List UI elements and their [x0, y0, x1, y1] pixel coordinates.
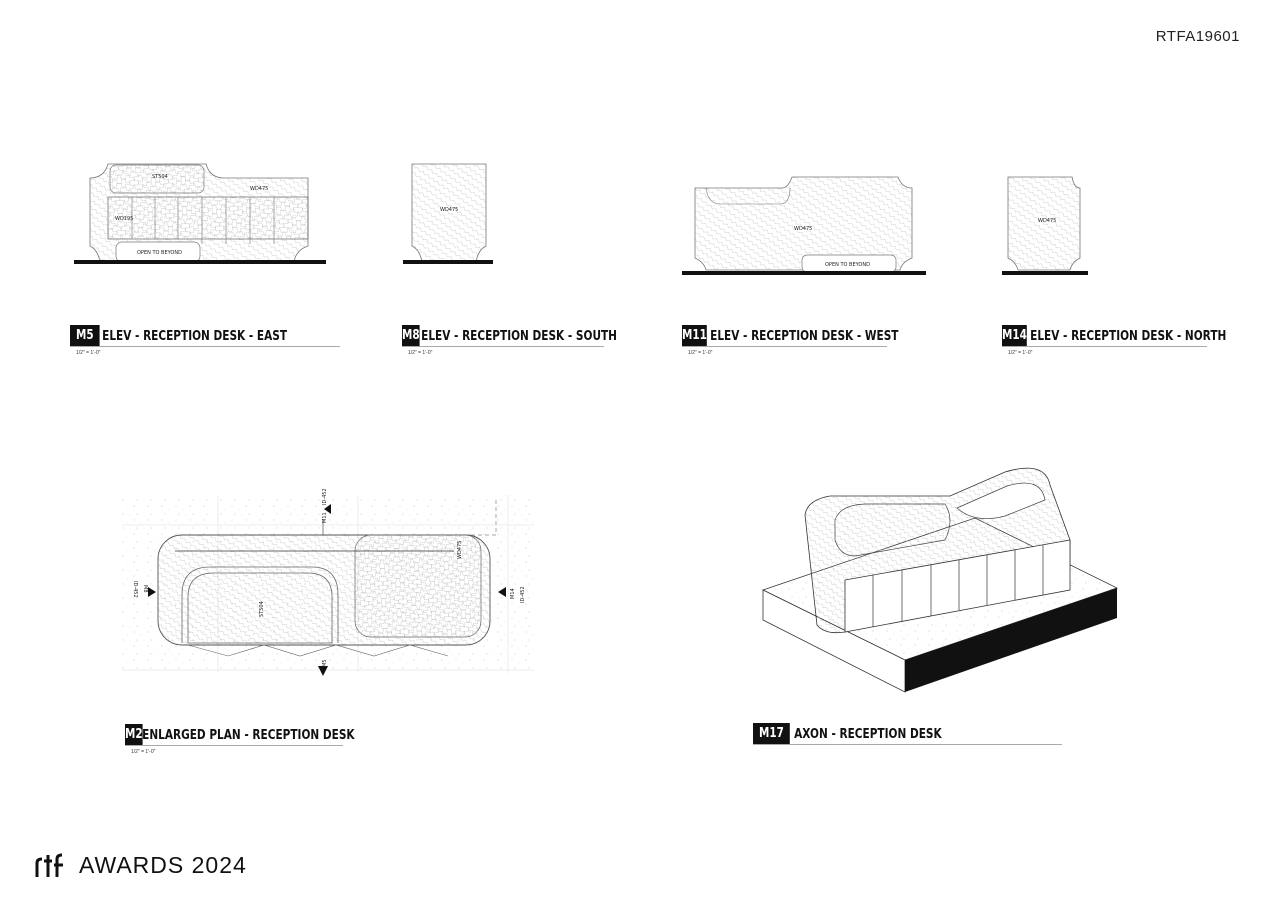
view-title: ENLARGED PLAN - RECEPTION DESK	[142, 726, 355, 743]
logo-text: AWARDS 2024	[79, 852, 247, 878]
label-opening: OPEN TO BEYOND	[825, 262, 870, 268]
view-number: M2	[125, 724, 143, 745]
label-cabinet-material: WD195	[115, 216, 133, 222]
ref-m14-sheet: ID-452	[520, 586, 526, 603]
label-body-material: WD475	[794, 226, 812, 232]
view-scale: 1/2" = 1'-0"	[1008, 350, 1033, 356]
view-number: M14	[1002, 325, 1027, 346]
view-number: M11	[682, 325, 707, 346]
view-title: ELEV - RECEPTION DESK - SOUTH	[421, 327, 617, 344]
label-top-material: ST504	[152, 174, 168, 180]
ref-m11-sheet: ID-452	[322, 488, 328, 505]
view-title: ELEV - RECEPTION DESK - NORTH	[1030, 327, 1227, 344]
view-scale: 1/2" = 1'-0"	[408, 350, 433, 356]
view-title: AXON - RECEPTION DESK	[794, 725, 942, 742]
view-title: ELEV - RECEPTION DESK - EAST	[102, 327, 287, 344]
label-body-material: WD475	[1038, 218, 1056, 224]
rtf-logo-mark-icon	[35, 853, 63, 877]
view-number: M17	[753, 723, 790, 744]
view-scale: 1/2" = 1'-0"	[131, 749, 156, 755]
view-title: ELEV - RECEPTION DESK - WEST	[710, 327, 899, 344]
axon-drawing	[761, 467, 1119, 693]
elevation-west-drawing: WD475 OPEN TO BEYOND	[682, 176, 926, 275]
view-scale: 1/2" = 1'-0"	[76, 350, 101, 356]
view-number: M8	[402, 325, 420, 346]
ref-m8-sheet: ID-452	[132, 581, 138, 598]
ref-m11: M11	[322, 512, 328, 523]
view-number: M5	[70, 325, 100, 346]
label-top-material: ST504	[259, 601, 265, 617]
elevation-east-drawing: ST504 WD475 WD195 OPEN TO BEYOND	[74, 163, 326, 264]
sheet-id: RTFA19601	[1155, 28, 1240, 45]
elevation-north-drawing: WD475	[1002, 176, 1088, 275]
label-body-material: WD475	[457, 541, 463, 559]
elevation-south-drawing: WD475	[403, 163, 493, 264]
label-body-material: WD475	[250, 186, 268, 192]
ref-m14: M14	[510, 588, 516, 599]
ref-m8: M8	[142, 585, 148, 593]
enlarged-plan-drawing: M11 ID-452 ID-452 M8 M14 ID-452 M5 ST504…	[122, 488, 534, 676]
label-body-material: WD475	[440, 207, 458, 213]
ref-m5: M5	[322, 660, 328, 668]
rtf-awards-logo: AWARDS 2024	[35, 852, 247, 879]
view-scale: 1/2" = 1'-0"	[688, 350, 713, 356]
label-opening: OPEN TO BEYOND	[137, 250, 182, 256]
